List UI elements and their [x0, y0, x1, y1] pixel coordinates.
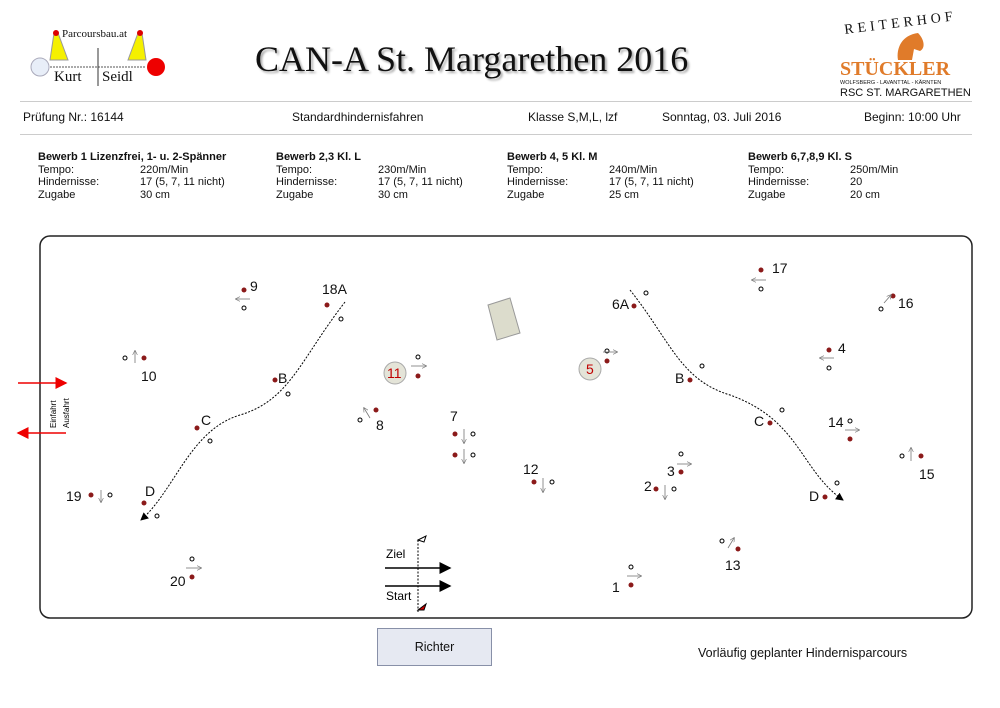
obstacle-label: 5: [586, 361, 594, 377]
hindernisse-value: 17 (5, 7, 11 nicht): [140, 176, 225, 188]
reiterhof-name: STÜCKLER: [840, 58, 951, 80]
zugabe-value: 30 cm: [378, 188, 408, 201]
hindernisse-label: Hindernisse:: [38, 176, 100, 188]
zugabe-value: 30 cm: [140, 188, 170, 201]
bewerb-type: Standardhindernisfahren: [292, 110, 424, 124]
gate-label: B: [278, 370, 287, 386]
obstacle-label: 6A: [612, 296, 630, 312]
obstacle-label: 11: [387, 365, 402, 381]
obstacle-label: 2: [644, 478, 652, 494]
obstacle-label: 3: [667, 463, 675, 479]
hindernisse-value: 17 (5, 7, 11 nicht): [378, 176, 463, 188]
reiterhof-sub: WOLFSBERG - LAVANTTAL - KÄRNTEN: [840, 80, 942, 86]
pruefung-nr: Prüfung Nr.: 16144: [23, 110, 124, 124]
bewerb-block: Bewerb 1 Lizenzfrei, 1- u. 2-Spänner Tem…: [38, 151, 226, 201]
zugabe-value: 25 cm: [609, 188, 639, 201]
logo-site-text: Parcoursbau.at: [62, 28, 128, 40]
bewerb-title: Bewerb 4, 5 Kl. M: [507, 151, 598, 163]
zugabe-label: Zugabe: [276, 188, 314, 201]
obstacle-label: 14: [828, 414, 844, 430]
obstacle-label: 8: [376, 417, 384, 433]
tempo-value: 240m/Min: [609, 163, 658, 176]
bewerb-title: Bewerb 1 Lizenzfrei, 1- u. 2-Spänner: [38, 151, 227, 163]
gate-label: B: [675, 370, 684, 386]
obstacle-label: 7: [450, 408, 458, 424]
horse-head-icon: [897, 33, 924, 60]
hindernisse-label: Hindernisse:: [748, 176, 810, 188]
obstacle-label: 17: [772, 260, 788, 276]
obstacle-label: 12: [523, 461, 539, 477]
gate-label: D: [145, 483, 155, 499]
white-markers: [107, 286, 905, 570]
hindernisse-value: 17 (5, 7, 11 nicht): [609, 176, 694, 188]
path-6a: [629, 289, 844, 501]
date: Sonntag, 03. Juli 2016: [662, 110, 782, 124]
obstacle-label: 4: [838, 340, 846, 356]
obstacle-label: 9: [250, 278, 258, 294]
logo-name-last: Seidl: [102, 69, 133, 85]
path-18a: [140, 301, 346, 521]
tempo-label: Tempo:: [38, 163, 75, 176]
bewerb-title: Bewerb 2,3 Kl. L: [276, 151, 361, 163]
zugabe-value: 20 cm: [850, 188, 880, 201]
bewerb-block: Bewerb 6,7,8,9 Kl. S Tempo: 250m/Min Hind…: [748, 151, 898, 201]
direction-arrows: [101, 280, 911, 576]
gate-label: D: [809, 488, 819, 504]
tempo-label: Tempo:: [507, 163, 544, 176]
obstacle-label: 18A: [322, 281, 348, 297]
bewerb-block: Bewerb 4, 5 Kl. M Tempo: 240m/Min Hindern…: [507, 151, 694, 201]
tempo-value: 220m/Min: [140, 163, 189, 176]
bewerb-block: Bewerb 2,3 Kl. L Tempo: 230m/Min Hinderni…: [276, 151, 463, 201]
hindernisse-label: Hindernisse:: [507, 176, 569, 188]
flag-icon: [416, 602, 427, 611]
ziel-label: Ziel: [386, 547, 405, 561]
beginn: Beginn: 10:00 Uhr: [864, 110, 961, 124]
richter-label: Richter: [414, 640, 455, 654]
start-label: Start: [386, 589, 412, 603]
reiterhof-logo: REITERHOF STÜCKLER WOLFSBERG - LAVANTTAL…: [838, 9, 978, 100]
obstacle-label: 10: [141, 368, 157, 384]
obstacle-label: 1: [612, 579, 620, 595]
entry-exit: Einfahrt Ausfahrt: [16, 377, 71, 439]
caption: Vorläufig geplanter Hindernisparcours: [698, 646, 908, 660]
entry-label: Einfahrt: [49, 400, 58, 428]
exit-label: Ausfahrt: [62, 397, 71, 428]
arena-border: [39, 235, 973, 619]
bewerb-title: Bewerb 6,7,8,9 Kl. S: [748, 151, 852, 163]
zugabe-label: Zugabe: [38, 188, 76, 201]
parcoursbau-logo-graphic: [30, 30, 165, 86]
zugabe-label: Zugabe: [748, 188, 786, 201]
flag-icon: [416, 535, 427, 543]
richter-box: Richter: [377, 628, 492, 666]
parcoursbau-logo: Parcoursbau.at Kurt Seidl: [28, 28, 168, 88]
page-title: CAN-A St. Margarethen 2016: [255, 39, 689, 79]
gate-label: C: [754, 413, 764, 429]
water-obstacle-11: [383, 361, 407, 385]
gate-label: C: [201, 412, 211, 428]
tempo-label: Tempo:: [276, 163, 313, 176]
klasse: Klasse S,M,L, lzf: [528, 110, 618, 124]
obstacle-box: [487, 297, 521, 341]
obstacle-label: 20: [170, 573, 186, 589]
tempo-value: 230m/Min: [378, 163, 427, 176]
reiterhof-club: RSC ST. MARGARETHEN: [840, 87, 971, 99]
obstacle-label: 16: [898, 295, 914, 311]
water-obstacle-5: [578, 357, 602, 381]
hindernisse-value: 20: [850, 176, 863, 188]
obstacle-label: 15: [919, 466, 935, 482]
tempo-value: 250m/Min: [850, 163, 899, 176]
logo-name-first: Kurt: [54, 69, 82, 85]
divider: [20, 134, 972, 135]
start-finish-line: Ziel Start: [385, 535, 452, 612]
tempo-label: Tempo:: [748, 163, 785, 176]
obstacle-label: 19: [66, 488, 82, 504]
red-markers: [88, 267, 924, 588]
zugabe-label: Zugabe: [507, 188, 545, 201]
obstacle-label: 13: [725, 557, 741, 573]
hindernisse-label: Hindernisse:: [276, 176, 338, 188]
divider: [20, 101, 972, 102]
